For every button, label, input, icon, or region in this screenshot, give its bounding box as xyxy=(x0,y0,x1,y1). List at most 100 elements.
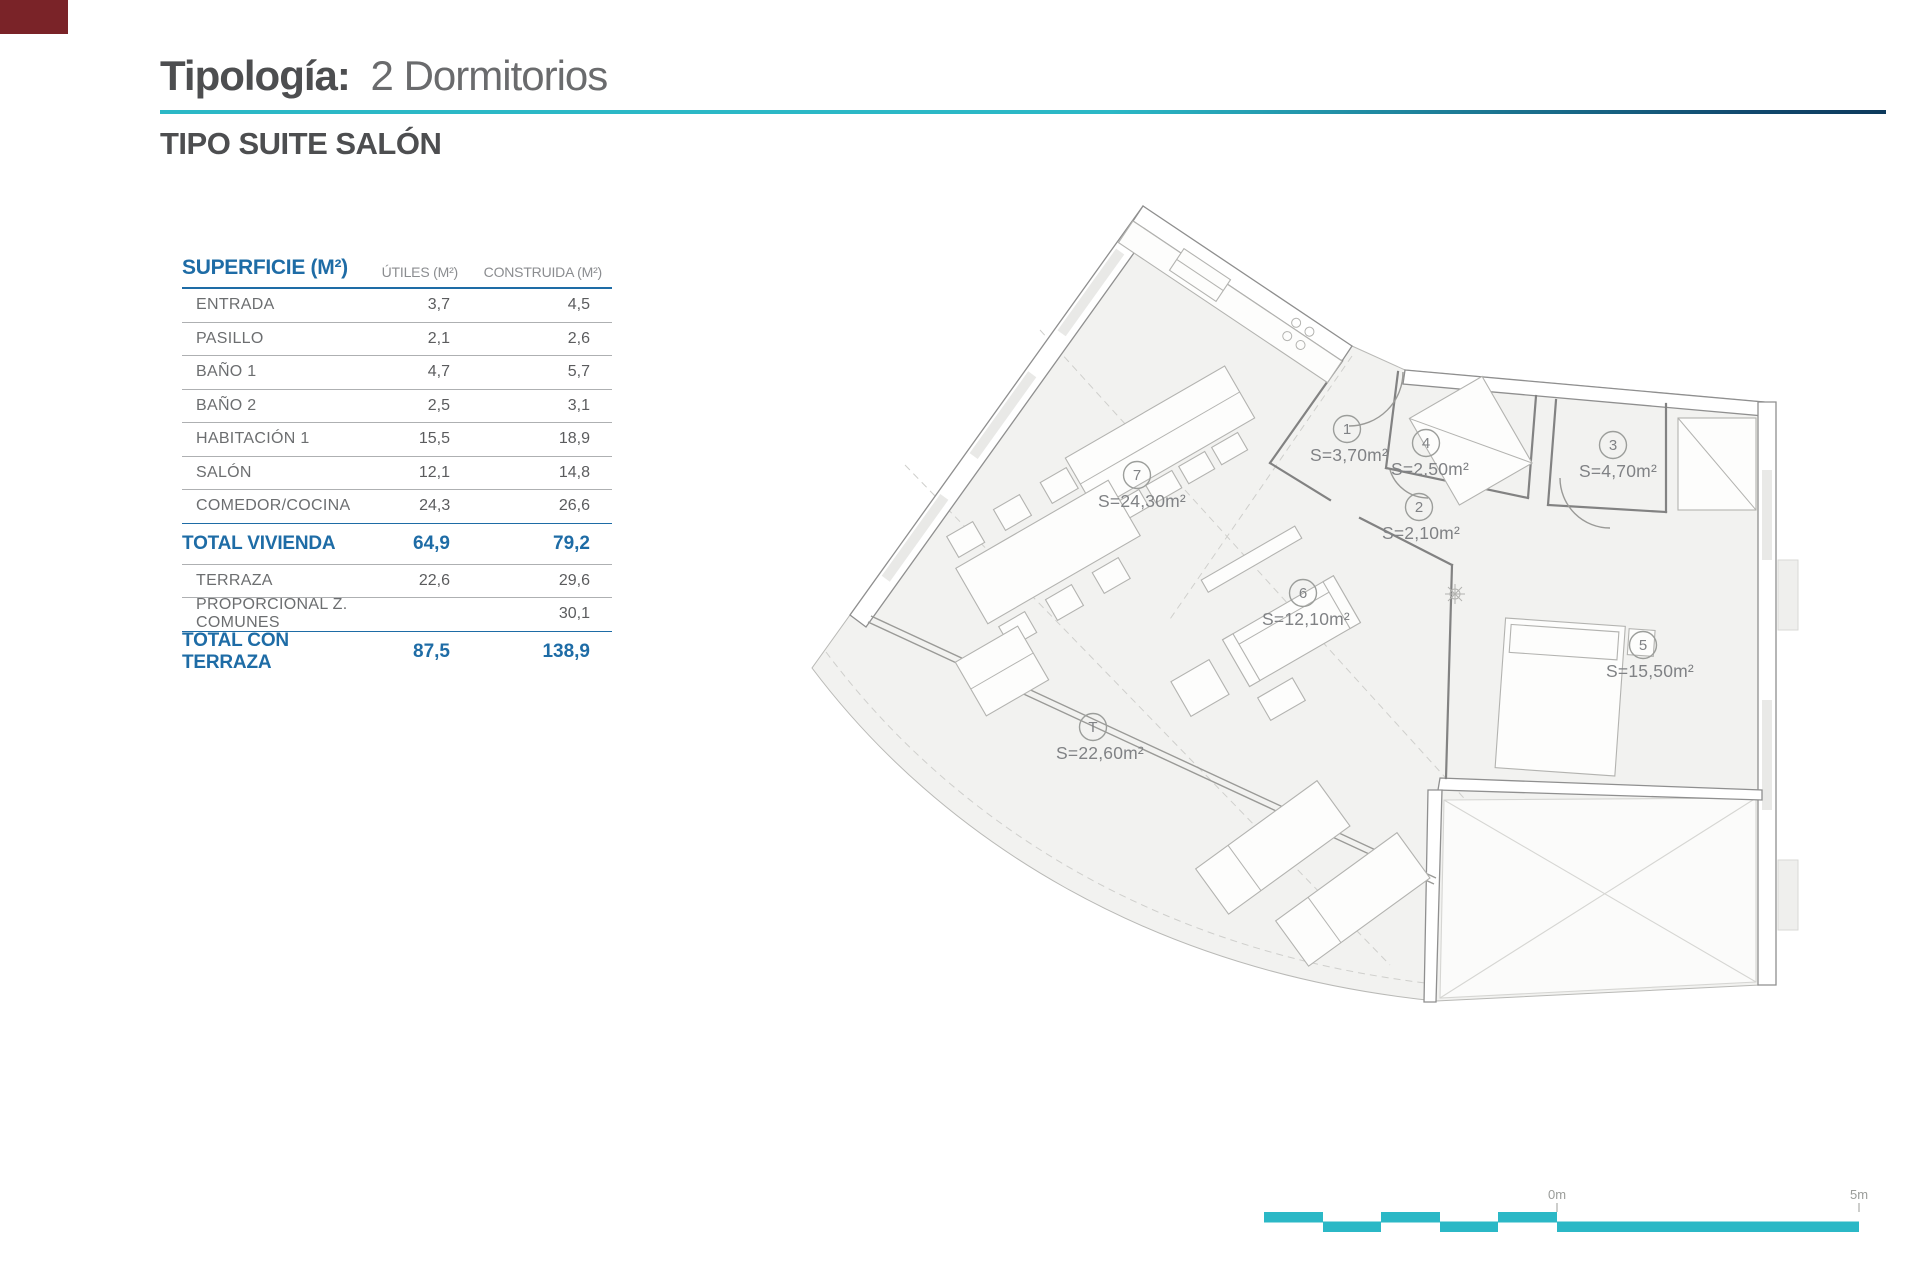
scale-bar: 0m 5m xyxy=(1264,1187,1868,1232)
page-title: Tipología: 2 Dormitorios xyxy=(160,52,609,100)
tv-unit xyxy=(1200,525,1303,593)
row-utiles: 2,5 xyxy=(427,396,450,414)
table-row: ENTRADA 3,7 4,5 xyxy=(182,289,612,323)
row-utiles: 12,1 xyxy=(418,463,450,481)
shower-unit xyxy=(1408,375,1533,506)
floor-plan: 1 S=3,70m² 2 S=2,10m² 3 S=4,70m² 4 S=2,5… xyxy=(811,205,1799,1003)
armchair xyxy=(1170,658,1230,718)
terrace-dashed-edge xyxy=(825,651,1435,985)
col-header-construida: CONSTRUIDA (M²) xyxy=(483,264,603,280)
kitchen-counter xyxy=(1117,220,1343,384)
row-label: PROPORCIONAL Z. COMUNES xyxy=(196,596,348,632)
room-label-5: 5 S=15,50m² xyxy=(1606,630,1694,681)
plant-icon xyxy=(1445,584,1465,604)
row-label: BAÑO 1 xyxy=(196,363,257,381)
svg-text:S=15,50m²: S=15,50m² xyxy=(1606,661,1694,681)
corner-mark xyxy=(0,0,68,34)
title-label: Tipología: xyxy=(160,52,351,99)
svg-text:7: 7 xyxy=(1133,467,1141,484)
door-arcs xyxy=(1348,371,1611,529)
row-construida: 4,5 xyxy=(567,296,590,314)
row-label: SALÓN xyxy=(196,463,252,481)
row-utiles: 15,5 xyxy=(418,430,450,448)
row-construida: 29,6 xyxy=(558,571,590,589)
room-label-3: 3 S=4,70m² xyxy=(1579,430,1657,481)
row-utiles: 87,5 xyxy=(413,640,450,662)
row-utiles: 22,6 xyxy=(418,571,450,589)
svg-text:1: 1 xyxy=(1343,421,1351,438)
surface-table: SUPERFICIE (M²) ÚTILES (M²) CONSTRUIDA (… xyxy=(182,256,612,673)
row-construida: 30,1 xyxy=(558,605,590,623)
row-label: TOTAL VIVIENDA xyxy=(182,532,336,554)
bed xyxy=(1494,617,1656,777)
room-label-4: 4 S=2,50m² xyxy=(1391,428,1469,479)
row-utiles: 2,1 xyxy=(427,329,450,347)
row-construida: 138,9 xyxy=(542,640,590,662)
row-label: HABITACIÓN 1 xyxy=(196,430,310,448)
table-row-total-terraza: TOTAL CON TERRAZA 87,5 138,9 xyxy=(182,629,612,673)
table-row: BAÑO 1 4,7 5,7 xyxy=(182,356,612,390)
row-utiles: 24,3 xyxy=(419,497,451,515)
room-label-terrace: T S=22,60m² xyxy=(1056,712,1144,763)
svg-text:6: 6 xyxy=(1299,585,1307,602)
page-subtitle: TIPO SUITE SALÓN xyxy=(160,126,442,161)
svg-text:2: 2 xyxy=(1415,499,1423,516)
sofa xyxy=(1221,574,1362,688)
table-row-total-vivienda: TOTAL VIVIENDA 64,9 79,2 xyxy=(182,524,612,565)
axis-dashed-line xyxy=(904,464,1391,966)
scale-zero-label: 0m xyxy=(1548,1187,1566,1202)
svg-text:T: T xyxy=(1088,719,1097,736)
table-row: PROPORCIONAL Z. COMUNES 30,1 xyxy=(182,596,612,632)
outdoor-table xyxy=(954,625,1050,717)
dining-table xyxy=(945,466,1141,649)
room-label-7: 7 S=24,30m² xyxy=(1098,460,1186,511)
row-construida: 79,2 xyxy=(553,532,590,554)
axis-dashed-line xyxy=(1167,355,1353,623)
svg-text:4: 4 xyxy=(1422,435,1430,452)
svg-text:S=2,50m²: S=2,50m² xyxy=(1391,459,1469,479)
col-header-utiles: ÚTILES (M²) xyxy=(381,264,459,280)
surface-table-title: SUPERFICIE (M²) xyxy=(182,256,348,279)
svg-text:S=4,70m²: S=4,70m² xyxy=(1579,461,1657,481)
sun-lounger xyxy=(1274,831,1431,967)
svg-text:S=22,60m²: S=22,60m² xyxy=(1056,743,1144,763)
room-label-6: 6 S=12,10m² xyxy=(1262,578,1350,629)
crossed-zone xyxy=(1439,797,1757,999)
row-utiles: 3,7 xyxy=(427,296,450,314)
row-label: COMEDOR/COCINA xyxy=(196,497,351,515)
row-label: BAÑO 2 xyxy=(196,396,257,414)
row-construida: 26,6 xyxy=(558,497,590,515)
table-row: BAÑO 2 2,5 3,1 xyxy=(182,390,612,423)
svg-text:S=24,30m²: S=24,30m² xyxy=(1098,491,1186,511)
table-row: COMEDOR/COCINA 24,3 26,6 xyxy=(182,490,612,524)
row-label: TOTAL CON TERRAZA xyxy=(182,629,289,673)
table-row: SALÓN 12,1 14,8 xyxy=(182,457,612,490)
wardrobe xyxy=(1677,417,1757,511)
row-construida: 18,9 xyxy=(558,430,590,448)
row-label: TERRAZA xyxy=(196,571,273,589)
row-construida: 2,6 xyxy=(567,329,590,347)
row-construida: 14,8 xyxy=(558,463,590,481)
row-utiles: 64,9 xyxy=(413,532,450,554)
svg-text:S=2,10m²: S=2,10m² xyxy=(1382,523,1460,543)
row-label: ENTRADA xyxy=(196,296,275,314)
sun-lounger xyxy=(1194,779,1351,915)
svg-text:5: 5 xyxy=(1639,637,1647,654)
title-value: 2 Dormitorios xyxy=(370,52,609,99)
row-utiles: 4,7 xyxy=(427,363,450,381)
table-row: TERRAZA 22,6 29,6 xyxy=(182,565,612,598)
svg-text:3: 3 xyxy=(1609,437,1617,454)
title-rule xyxy=(160,110,1886,114)
row-construida: 3,1 xyxy=(567,396,590,414)
svg-text:S=12,10m²: S=12,10m² xyxy=(1262,609,1350,629)
table-row: PASILLO 2,1 2,6 xyxy=(182,323,612,356)
row-label: PASILLO xyxy=(196,329,264,347)
room-label-1: 1 S=3,70m² xyxy=(1310,414,1388,465)
table-row: HABITACIÓN 1 15,5 18,9 xyxy=(182,423,612,457)
room-label-2: 2 S=2,10m² xyxy=(1382,492,1460,543)
exterior-walls xyxy=(849,205,1799,1003)
surface-table-header: SUPERFICIE (M²) ÚTILES (M²) CONSTRUIDA (… xyxy=(182,256,612,289)
row-construida: 5,7 xyxy=(567,363,590,381)
svg-text:S=3,70m²: S=3,70m² xyxy=(1310,445,1388,465)
